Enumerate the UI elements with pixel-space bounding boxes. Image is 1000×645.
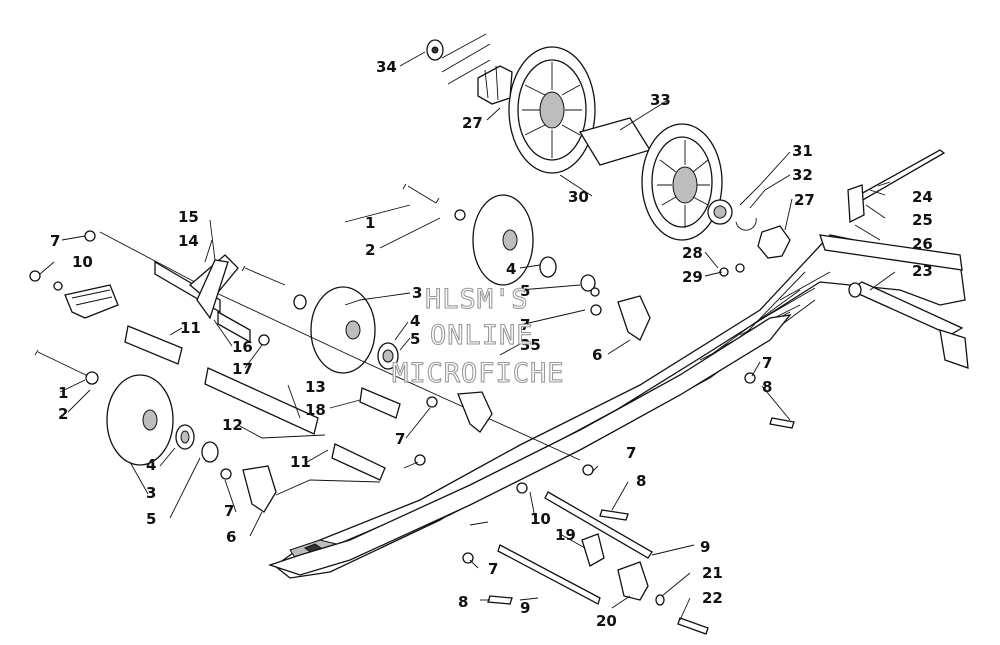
- callout-4: 4: [410, 312, 420, 330]
- callout-1: 1: [58, 384, 68, 402]
- callout-3: 3: [412, 284, 422, 302]
- callout-8: 8: [762, 378, 772, 396]
- torque-arm-assembly: [29, 230, 401, 481]
- callout-8: 8: [458, 593, 468, 611]
- callout-15: 15: [178, 208, 199, 226]
- watermark: HLSM'S ONLINE MICROFICHE: [391, 283, 565, 389]
- callout-20: 20: [596, 612, 617, 630]
- callout-13: 13: [305, 378, 326, 396]
- callout-5: 5: [520, 282, 530, 300]
- mid-rail-hardware: [414, 287, 795, 635]
- leader-lines: [39, 51, 896, 621]
- callout-27: 27: [794, 191, 815, 209]
- callout-6: 6: [226, 528, 236, 546]
- callout-4: 4: [506, 260, 516, 278]
- callout-22: 22: [702, 589, 723, 607]
- callout-9: 9: [520, 599, 530, 617]
- callout-9: 9: [700, 538, 710, 556]
- callout-7: 7: [50, 232, 60, 250]
- callout-11: 11: [290, 453, 311, 471]
- callout-24: 24: [912, 188, 933, 206]
- callout-16: 16: [232, 338, 253, 356]
- callout-14: 14: [178, 232, 199, 250]
- callout-4: 4: [146, 456, 156, 474]
- callout-2: 2: [58, 405, 68, 423]
- callout-25: 25: [912, 211, 933, 229]
- callout-23: 23: [912, 262, 933, 280]
- callout-18: 18: [305, 401, 326, 419]
- callout-7: 7: [395, 430, 405, 448]
- callout-8: 8: [636, 472, 646, 490]
- callout-27: 27: [462, 114, 483, 132]
- callout-29: 29: [682, 268, 703, 286]
- callout-19: 19: [555, 526, 576, 544]
- watermark-line-3: MICROFICHE: [392, 358, 565, 389]
- callout-32: 32: [792, 166, 813, 184]
- callout-5: 5: [410, 330, 420, 348]
- callout-7: 7: [224, 502, 234, 520]
- callout-6: 6: [592, 346, 602, 364]
- callout-21: 21: [702, 564, 723, 582]
- callout-30: 30: [568, 188, 589, 206]
- callout-7: 7: [488, 560, 498, 578]
- callout-3: 3: [146, 484, 156, 502]
- callout-7: 7: [626, 444, 636, 462]
- watermark-line-2: ONLINE: [430, 320, 534, 351]
- callout-5: 5: [146, 510, 156, 528]
- callout-26: 26: [912, 235, 933, 253]
- watermark-line-1: HLSM'S: [425, 284, 529, 315]
- callout-12: 12: [222, 416, 243, 434]
- idler-wheel-assembly: [426, 33, 791, 259]
- callout-7: 7: [520, 316, 530, 334]
- rear-wheel-assembly: [34, 349, 381, 513]
- lower-slide-rail: [267, 314, 792, 576]
- callout-17: 17: [232, 360, 253, 378]
- callout-35: 35: [520, 336, 541, 354]
- front-wheel-assembly: [99, 183, 651, 461]
- callout-31: 31: [792, 142, 813, 160]
- callout-1: 1: [365, 214, 375, 232]
- callout-33: 33: [650, 91, 671, 109]
- callout-labels: 34 27 33 30 31 32 27 24 25 26 23 28 29 1…: [50, 58, 933, 630]
- callout-2: 2: [365, 241, 375, 259]
- callout-10: 10: [72, 253, 93, 271]
- callout-11: 11: [180, 319, 201, 337]
- callout-28: 28: [682, 244, 703, 262]
- callout-7: 7: [762, 354, 772, 372]
- callout-10: 10: [530, 510, 551, 528]
- callout-34: 34: [376, 58, 397, 76]
